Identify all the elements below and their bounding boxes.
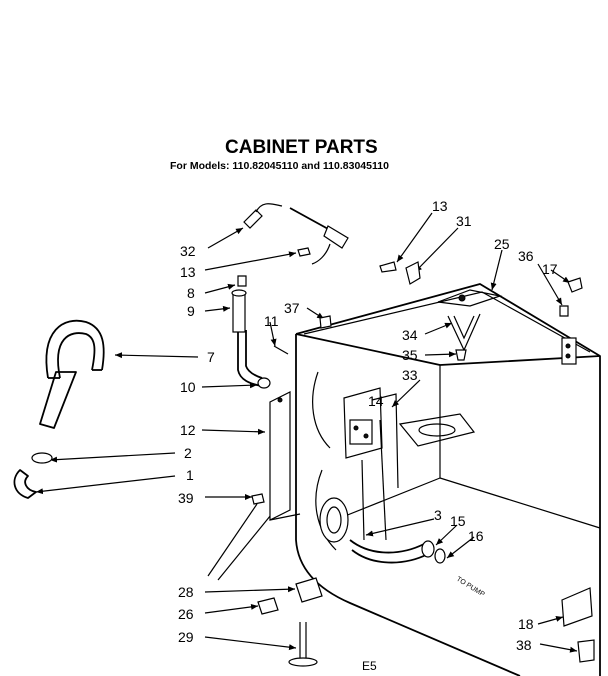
callout-31: 31 [456, 213, 472, 229]
diagram-title: CABINET PARTS [225, 137, 378, 158]
callout-11: 11 [264, 313, 279, 329]
callout-14: 14 [368, 393, 384, 409]
top-bracket [437, 289, 503, 352]
callout-17: 17 [542, 261, 558, 277]
callout-7: 7 [207, 349, 215, 365]
callout-1: 1 [186, 467, 194, 483]
callout-35: 35 [402, 347, 418, 363]
to-pump-note: TO PUMP [455, 576, 486, 599]
callout-13-right: 13 [432, 198, 448, 214]
callout-32: 32 [180, 243, 196, 259]
callout-28: 28 [178, 584, 194, 600]
callout-9: 9 [187, 303, 195, 319]
callout-12: 12 [180, 422, 196, 438]
callout-38: 38 [516, 637, 532, 653]
callout-37: 37 [284, 300, 300, 316]
part-18-bracket [561, 587, 593, 627]
part-10-nut [257, 377, 271, 389]
cabinet-body [295, 283, 601, 676]
part-32-fitting [243, 203, 349, 265]
callout-2: 2 [184, 445, 192, 461]
callout-8: 8 [187, 285, 195, 301]
callout-3: 3 [434, 507, 442, 523]
callout-15: 15 [450, 513, 466, 529]
callout-39: 39 [178, 490, 194, 506]
part-29-leg [288, 622, 318, 667]
callout-33: 33 [402, 367, 418, 383]
hinge-bracket [561, 337, 577, 365]
callout-labels: 32 13 8 9 7 37 11 10 12 2 1 39 28 26 29 … [178, 198, 558, 653]
part-12-panel [269, 391, 301, 521]
part-1-elbow [13, 469, 37, 499]
part-33-switch [343, 387, 399, 541]
callout-25: 25 [494, 236, 510, 252]
callout-29: 29 [178, 629, 194, 645]
part-38-leg [577, 639, 595, 663]
callout-26: 26 [178, 606, 194, 622]
callout-34: 34 [402, 327, 418, 343]
callout-10: 10 [180, 379, 196, 395]
part-9-tube [231, 289, 263, 387]
screws [237, 247, 583, 505]
page-code: E5 [362, 659, 377, 673]
part-28-bracket [295, 577, 323, 603]
diagram-subtitle: For Models: 110.82045110 and 110.8304511… [170, 160, 389, 172]
callout-18: 18 [518, 616, 534, 632]
part-26-block [257, 597, 279, 615]
part-15-hose [349, 539, 446, 564]
part-2-clamp [31, 452, 53, 464]
part-7-hose [39, 319, 105, 429]
callout-36: 36 [518, 248, 534, 264]
callout-13-left: 13 [180, 264, 196, 280]
part-31-clip [405, 261, 421, 285]
callout-16: 16 [468, 528, 484, 544]
